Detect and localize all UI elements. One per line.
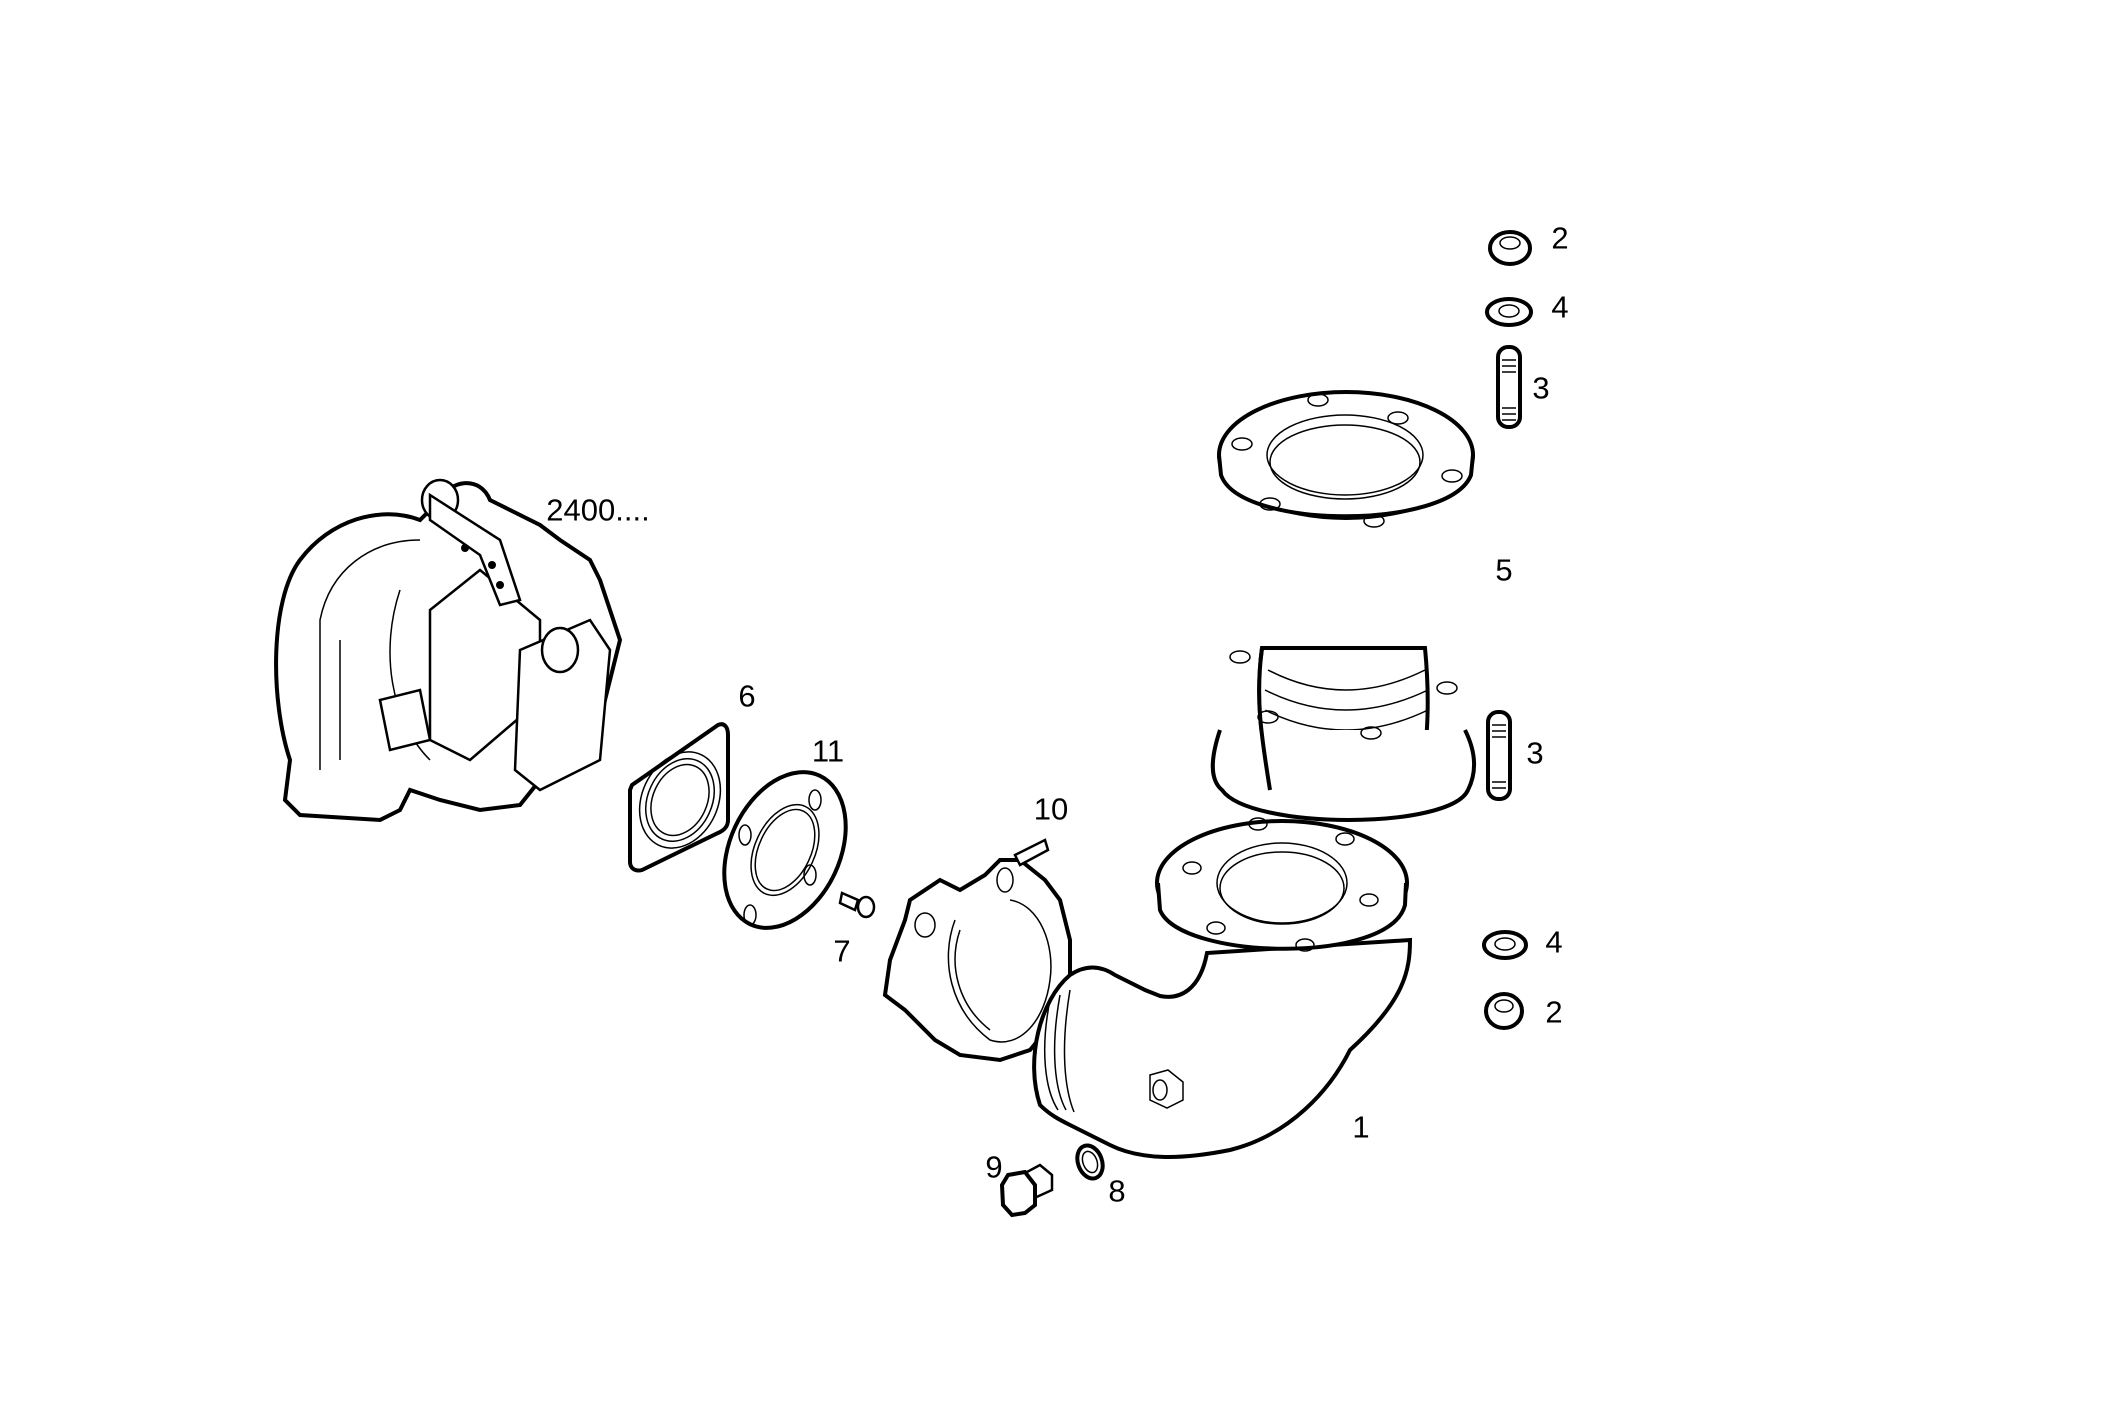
callout-9[interactable]: 9 <box>985 1149 1003 1185</box>
callout-10[interactable]: 10 <box>1033 791 1069 827</box>
callout-4-bottom[interactable]: 4 <box>1545 924 1563 960</box>
callout-2400[interactable]: 2400.... <box>546 492 650 528</box>
callout-11[interactable]: 11 <box>811 733 845 769</box>
callout-3-bottom[interactable]: 3 <box>1526 735 1544 771</box>
elbow-pipe-drawing[interactable] <box>1032 817 1413 1159</box>
washer-top-drawing[interactable] <box>1485 297 1533 327</box>
stud-bottom-drawing[interactable] <box>1486 710 1512 801</box>
callout-4-top[interactable]: 4 <box>1551 289 1569 325</box>
callout-1[interactable]: 1 <box>1352 1109 1370 1145</box>
sealing-ring-drawing[interactable] <box>1073 1142 1107 1182</box>
callout-8[interactable]: 8 <box>1108 1173 1126 1209</box>
gasket-drawing[interactable] <box>624 722 735 873</box>
screw-drawing[interactable] <box>838 891 876 919</box>
callout-3-top[interactable]: 3 <box>1532 370 1550 406</box>
callout-6[interactable]: 6 <box>738 678 756 714</box>
flange-ring-drawing[interactable] <box>700 752 869 947</box>
washer-bottom-drawing[interactable] <box>1482 930 1528 960</box>
callout-2-top[interactable]: 2 <box>1551 220 1569 256</box>
callout-7[interactable]: 7 <box>833 933 851 969</box>
nut-bottom-drawing[interactable] <box>1484 992 1524 1030</box>
plug-drawing[interactable] <box>999 1163 1054 1218</box>
stud-top-drawing[interactable] <box>1496 345 1522 429</box>
bellows-compensator-drawing[interactable] <box>1210 390 1477 822</box>
nut-top-drawing[interactable] <box>1488 230 1532 266</box>
turbocharger-drawing[interactable] <box>274 478 623 823</box>
callout-2-bottom[interactable]: 2 <box>1545 994 1563 1030</box>
callout-5[interactable]: 5 <box>1495 552 1513 588</box>
